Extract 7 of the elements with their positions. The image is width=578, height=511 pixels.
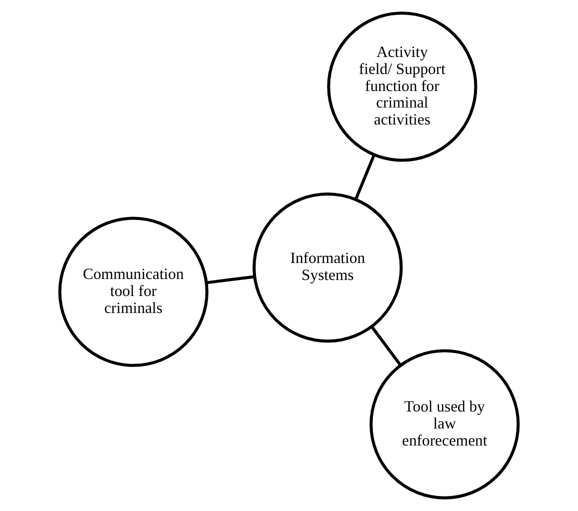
- node-circle: Tool used by law enforecement: [370, 349, 520, 500]
- connector: [370, 326, 402, 366]
- node-circle: Communication tool for criminals: [58, 216, 208, 367]
- connector: [206, 275, 254, 284]
- node-circle: Activity field/ Support function for criminal activities: [327, 12, 478, 162]
- connector: [354, 154, 376, 200]
- node-circle: Information Systems: [252, 192, 403, 343]
